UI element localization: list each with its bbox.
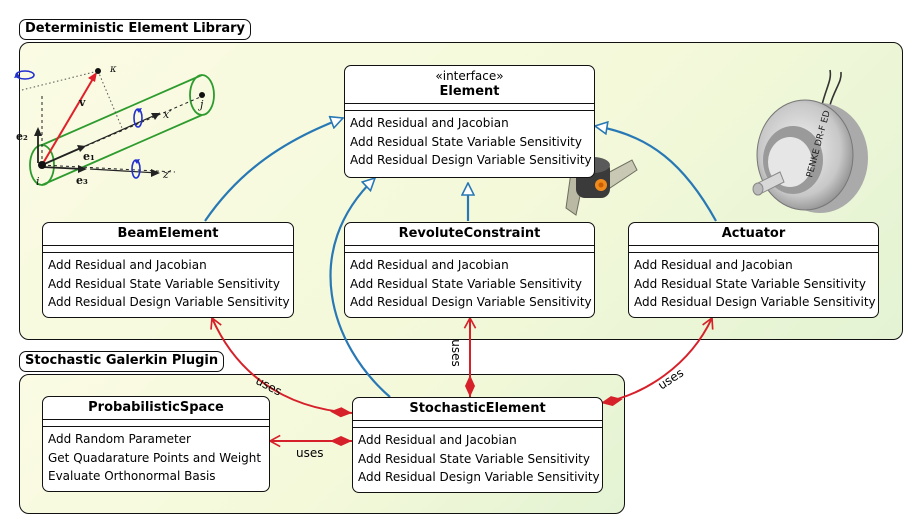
class-stochastic-element[interactable]: StochasticElement Add Residual and Jacob…: [352, 397, 603, 493]
beam-sketch: κ v x′ z′ e₁ e₂ e₃ i j: [14, 64, 215, 188]
class-actuator-attributes: [629, 246, 878, 253]
label-z-prime: z′: [162, 168, 172, 181]
operation: Add Residual Design Variable Sensitivity: [350, 153, 592, 167]
label-e1: e₁: [83, 150, 95, 163]
label-e2: e₂: [16, 130, 28, 143]
class-stochastic-element-attributes: [353, 421, 602, 428]
class-actuator[interactable]: Actuator Add Residual and Jacobian Add R…: [628, 222, 879, 318]
operation: Add Residual and Jacobian: [48, 258, 207, 272]
label-j: j: [197, 98, 204, 111]
uses-label-revolute: uses: [448, 339, 463, 367]
class-element-attributes: [345, 104, 594, 111]
label-v: v: [78, 96, 86, 109]
label-e3: e₃: [76, 174, 88, 187]
class-probabilistic-space-name: ProbabilisticSpace: [43, 397, 269, 420]
class-revolute-constraint-attributes: [345, 246, 594, 253]
uses-label-probspace: uses: [296, 446, 324, 460]
class-element-name: Element: [439, 84, 500, 99]
class-beam-element-operations: Add Residual and Jacobian Add Residual S…: [43, 253, 293, 316]
operation: Add Residual and Jacobian: [358, 433, 517, 447]
association-stochastic-to-beam: [210, 316, 353, 418]
operation: Evaluate Orthonormal Basis: [48, 469, 216, 483]
class-element-stereotype: «interface»: [435, 69, 504, 83]
class-element-operations: Add Residual and Jacobian Add Residual S…: [345, 111, 594, 174]
class-beam-element-name: BeamElement: [43, 223, 293, 246]
label-x-prime: x′: [163, 108, 172, 121]
stochastic-package-title: Stochastic Galerkin Plugin: [19, 351, 225, 372]
class-element-header: «interface» Element: [345, 66, 594, 104]
class-actuator-name: Actuator: [629, 223, 878, 246]
class-probabilistic-space[interactable]: ProbabilisticSpace Add Random Parameter …: [42, 396, 270, 492]
generalization-beam-to-element: [204, 118, 343, 222]
operation: Add Residual and Jacobian: [350, 116, 509, 130]
label-i: i: [36, 175, 40, 188]
generalization-actuator-to-element: [595, 126, 717, 222]
class-beam-element[interactable]: BeamElement Add Residual and Jacobian Ad…: [42, 222, 294, 318]
operation: Add Residual State Variable Sensitivity: [350, 134, 582, 149]
label-kappa: κ: [109, 64, 117, 75]
operation: Add Residual and Jacobian: [350, 258, 509, 272]
class-actuator-operations: Add Residual and Jacobian Add Residual S…: [629, 253, 878, 316]
operation: Add Residual State Variable Sensitivity: [350, 276, 582, 291]
class-probabilistic-space-operations: Add Random Parameter Get Quadarature Poi…: [43, 427, 269, 490]
operation: Add Random Parameter: [48, 432, 191, 446]
class-element[interactable]: «interface» Element Add Residual and Jac…: [344, 65, 595, 178]
operation: Add Residual State Variable Sensitivity: [48, 276, 280, 291]
operation: Add Residual State Variable Sensitivity: [358, 451, 590, 466]
class-stochastic-element-operations: Add Residual and Jacobian Add Residual S…: [353, 428, 602, 491]
operation: Get Quadarature Points and Weight: [48, 450, 262, 465]
deterministic-package-title: Deterministic Element Library: [19, 19, 252, 40]
operation: Add Residual State Variable Sensitivity: [634, 276, 866, 291]
actuator-illustration: PENKE DR-F ED: [752, 69, 868, 213]
class-revolute-constraint[interactable]: RevoluteConstraint Add Residual and Jaco…: [344, 222, 595, 318]
operation: Add Residual and Jacobian: [634, 258, 793, 272]
association-stochastic-to-actuator: [600, 316, 714, 406]
generalization-stochastic-to-element: [329, 178, 391, 398]
class-revolute-constraint-name: RevoluteConstraint: [345, 223, 594, 246]
class-probabilistic-space-attributes: [43, 420, 269, 427]
operation: Add Residual Design Variable Sensitivity: [350, 295, 592, 309]
class-revolute-constraint-operations: Add Residual and Jacobian Add Residual S…: [345, 253, 594, 316]
class-beam-element-attributes: [43, 246, 293, 253]
class-stochastic-element-name: StochasticElement: [353, 398, 602, 421]
operation: Add Residual Design Variable Sensitivity: [634, 295, 876, 309]
operation: Add Residual Design Variable Sensitivity: [358, 470, 600, 484]
operation: Add Residual Design Variable Sensitivity: [48, 295, 290, 309]
